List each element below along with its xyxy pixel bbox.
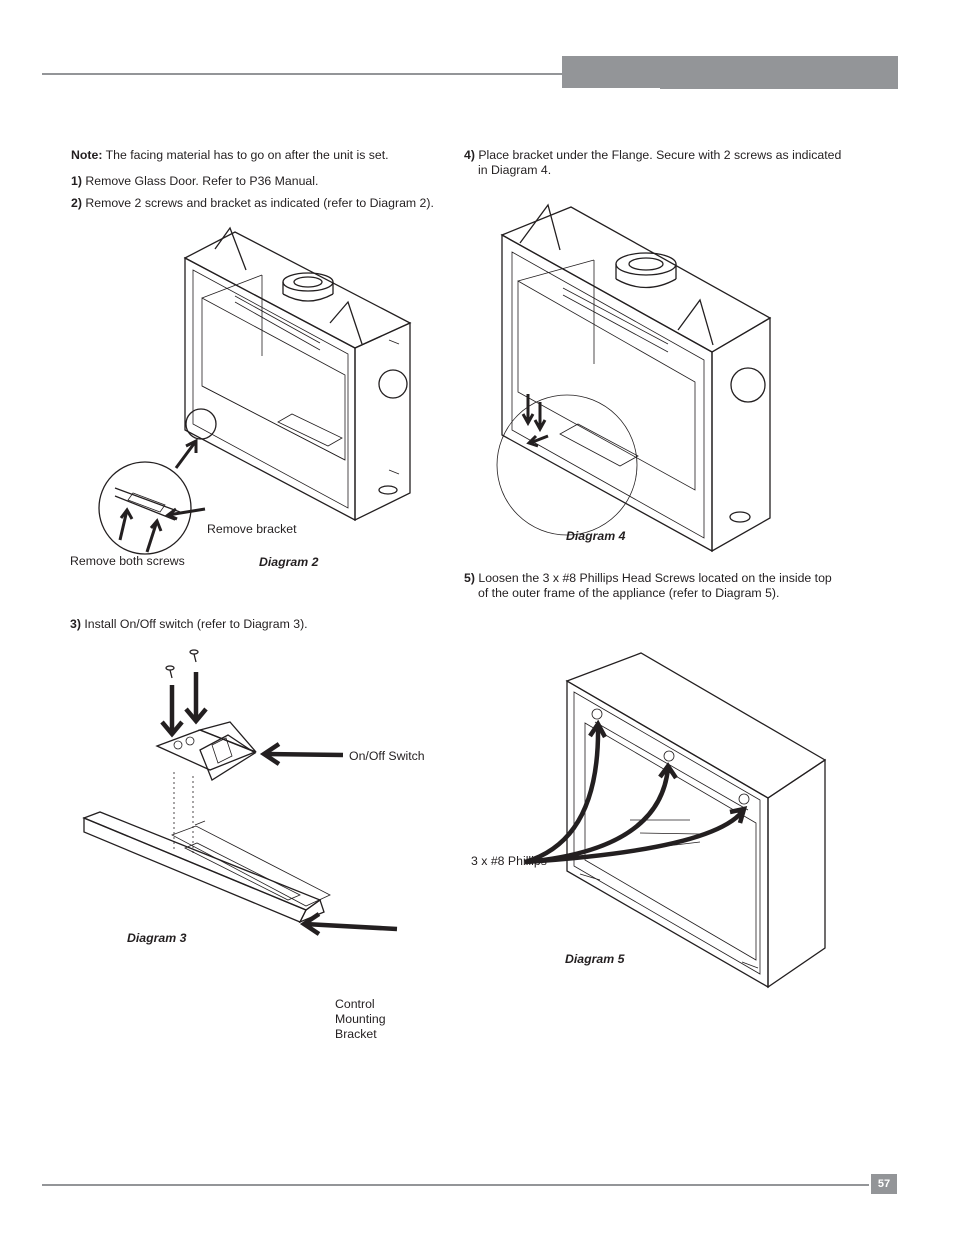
note-text: The facing material has to go on after t… [102,148,389,162]
step-2: 2) Remove 2 screws and bracket as indica… [71,196,434,211]
step-3-text: Install On/Off switch (refer to Diagram … [80,617,308,631]
header-rule [42,73,562,75]
step-4-line-2: in Diagram 4. [478,163,552,177]
diagram-2-caption: Diagram 2 [259,555,319,569]
step-5: 5) Loosen the 3 x #8 Phillips Head Screw… [464,571,832,601]
note-label: Note: [71,148,103,162]
diagram-3-label-switch: On/Off Switch [349,749,425,763]
footer-rule [42,1184,869,1186]
step-4-number: 4) [464,148,475,162]
note-paragraph: Note: The facing material has to go on a… [71,148,389,163]
step-2-text: Remove 2 screws and bracket as indicated… [81,196,434,210]
bracket-label-line-2: Mounting [335,1012,386,1026]
step-5-line-1: Loosen the 3 x #8 Phillips Head Screws l… [474,571,832,585]
step-1-number: 1) [71,174,82,188]
page-number: 57 [877,1178,891,1190]
bracket-label-line-1: Control [335,997,375,1011]
header-band-underline [562,88,660,89]
page-number-badge: 57 [871,1174,897,1194]
step-4: 4) Place bracket under the Flange. Secur… [464,148,841,178]
header-band [562,56,898,89]
diagram-5-caption: Diagram 5 [565,952,625,966]
diagram-3-label-bracket: Control Mounting Bracket [335,997,386,1042]
diagram-2-label-screws: Remove both screws [70,554,185,568]
step-1: 1) Remove Glass Door. Refer to P36 Manua… [71,174,318,189]
diagram-4-caption: Diagram 4 [566,529,626,543]
diagram-3-caption: Diagram 3 [127,931,187,945]
bracket-label-line-3: Bracket [335,1027,377,1041]
step-5-number: 5) [464,571,475,585]
step-5-line-2: of the outer frame of the appliance (ref… [478,586,780,600]
step-2-number: 2) [71,196,82,210]
step-3-number: 3) [70,617,81,631]
step-1-text: Remove Glass Door. Refer to P36 Manual. [81,174,319,188]
step-4-line-1: Place bracket under the Flange. Secure w… [474,148,842,162]
diagram-5-label-screws: 3 x #8 Phillips [471,854,547,868]
diagram-2-label-bracket: Remove bracket [207,522,297,536]
step-3: 3) Install On/Off switch (refer to Diagr… [70,617,308,632]
